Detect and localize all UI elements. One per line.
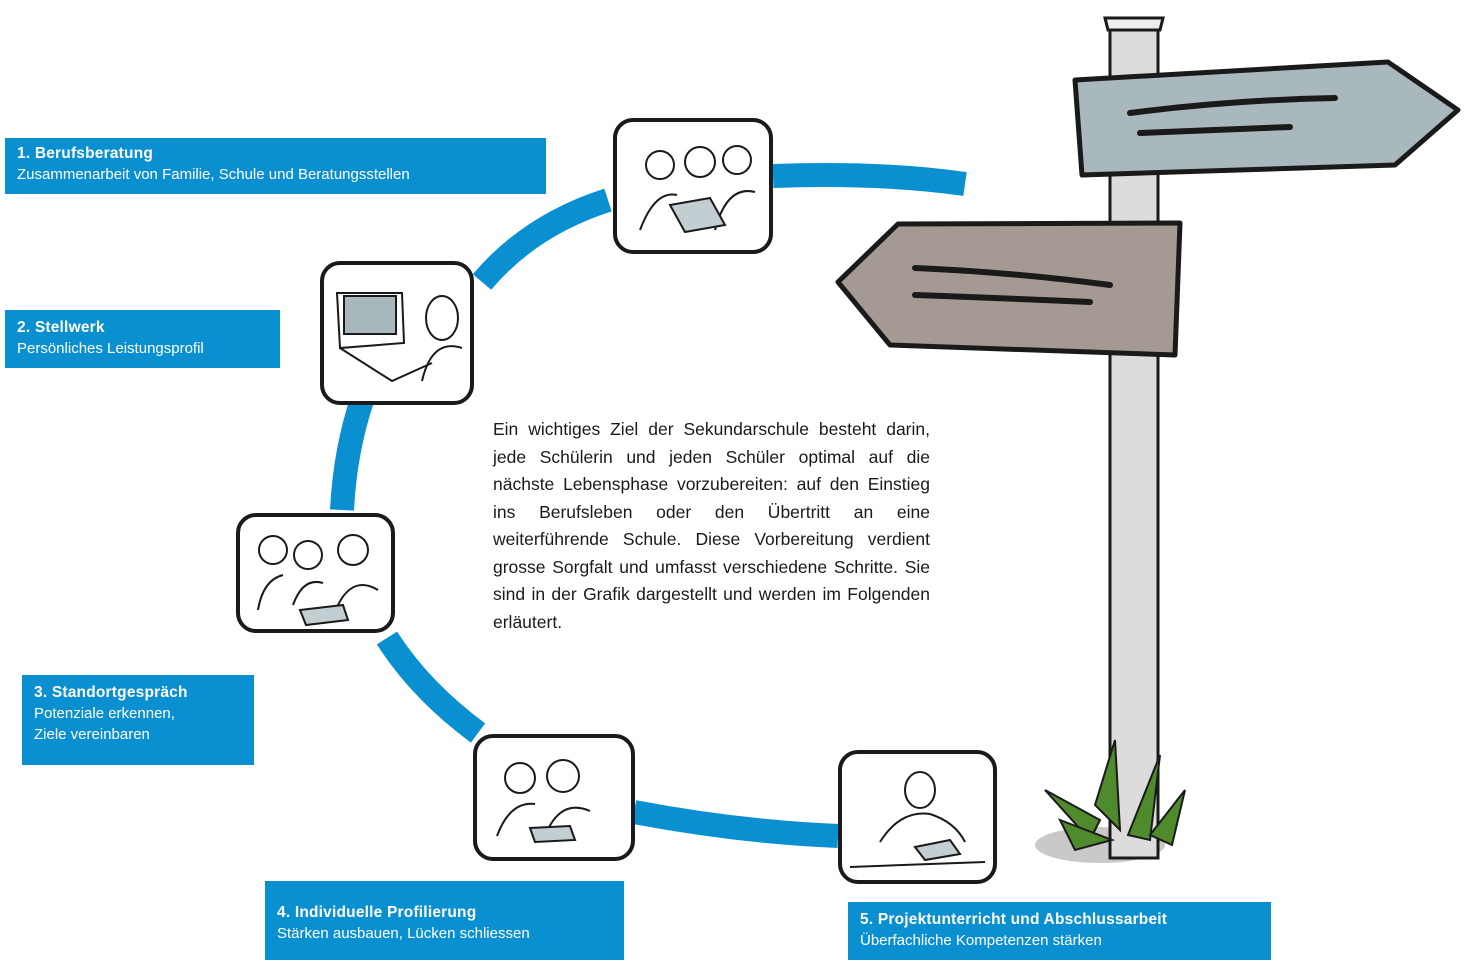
path-segment-3-4 xyxy=(376,631,486,743)
step-label-projektunterricht: 5. Projektunterricht und Abschlussarbeit… xyxy=(848,902,1271,960)
step-subtitle: Persönliches Leistungsprofil xyxy=(17,340,204,357)
path-segment-top xyxy=(772,163,967,196)
pair-working-icon xyxy=(473,734,635,861)
signpost-icon xyxy=(835,16,1461,863)
path-segment-1-2 xyxy=(472,188,612,290)
student-writing-icon xyxy=(838,750,997,884)
step-subtitle-line-2: Ziele vereinbaren xyxy=(34,726,150,743)
laptop-user-icon xyxy=(320,261,474,405)
sign-scribbles xyxy=(912,95,1338,305)
step-title: 2. Stellwerk xyxy=(17,319,105,336)
group-discussion-icon xyxy=(236,513,395,633)
step-label-stellwerk: 2. Stellwerk Persönliches Leistungsprofi… xyxy=(5,310,280,368)
step-title: 1. Berufsberatung xyxy=(17,145,154,162)
path-segment-2-3 xyxy=(330,393,375,511)
post-top xyxy=(1103,16,1165,32)
step-subtitle: Zusammenarbeit von Familie, Schule und B… xyxy=(17,166,410,183)
step-label-standortgespraech: 3. Standortgespräch Potenziale erkennen,… xyxy=(22,675,254,765)
sign-bottom xyxy=(835,220,1183,358)
step-label-individuelle-profilierung: 4. Individuelle Profilierung Stärken aus… xyxy=(265,881,624,960)
people-reading-book-icon xyxy=(613,118,773,254)
sign-top xyxy=(1072,59,1461,178)
step-subtitle: Stärken ausbauen, Lücken schliessen xyxy=(277,925,530,942)
step-label-berufsberatung: 1. Berufsberatung Zusammenarbeit von Fam… xyxy=(5,138,546,194)
intro-paragraph: Ein wichtiges Ziel der Sekundarschule be… xyxy=(493,419,930,632)
path-segment-4-5 xyxy=(631,800,839,848)
step-subtitle-line-1: Potenziale erkennen, xyxy=(34,705,175,722)
step-title: 5. Projektunterricht und Abschlussarbeit xyxy=(860,911,1168,928)
step-subtitle: Überfachliche Kompetenzen stärken xyxy=(860,932,1102,949)
step-title: 3. Standortgespräch xyxy=(34,684,188,701)
step-title: 4. Individuelle Profilierung xyxy=(277,904,477,921)
path-arc xyxy=(330,163,967,848)
grass xyxy=(1044,739,1186,852)
